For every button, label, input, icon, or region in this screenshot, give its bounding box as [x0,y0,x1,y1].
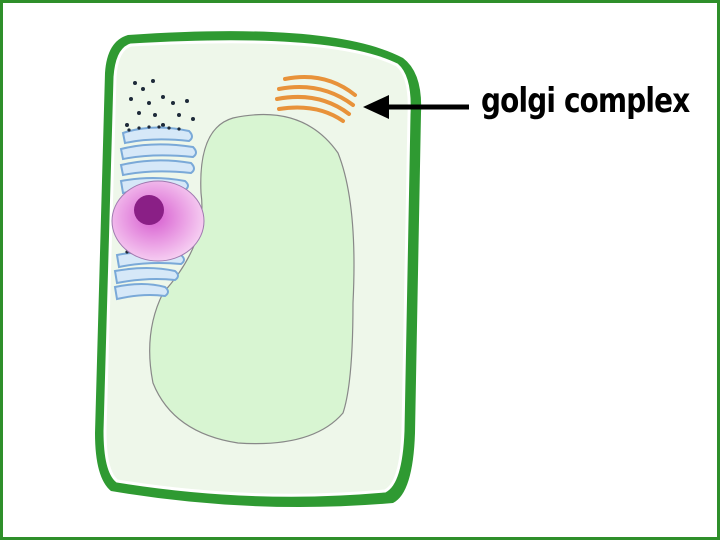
golgi-complex-label: golgi complex [481,81,689,121]
nucleolus [134,195,164,225]
